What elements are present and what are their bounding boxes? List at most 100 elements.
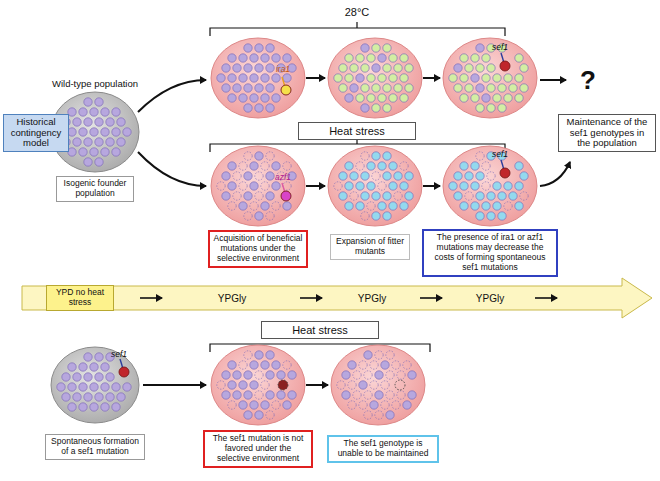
cell: [345, 162, 353, 170]
population-circle: [211, 345, 305, 425]
cell: [266, 64, 274, 72]
cell: [239, 202, 247, 210]
cell: [482, 94, 490, 102]
box-text: Heat stress: [329, 125, 385, 138]
cell: [84, 393, 92, 401]
cell: [106, 138, 114, 146]
box-text: The presence of ira1 or azf1 mutations m…: [427, 233, 553, 272]
cell: [367, 182, 375, 190]
cell: [266, 371, 274, 379]
cell: [255, 84, 263, 92]
cell: [364, 391, 372, 399]
cell: [90, 128, 98, 136]
cell: [460, 54, 468, 62]
cell: [449, 74, 457, 82]
cell: [222, 172, 230, 180]
cell: [233, 391, 241, 399]
cell: [272, 401, 280, 409]
cell: [95, 138, 103, 146]
cell: [471, 162, 479, 170]
label: Wild-type population: [52, 79, 138, 89]
cell: [381, 381, 389, 389]
cell: [397, 391, 405, 399]
mutant-cell: [500, 168, 510, 178]
cell: [228, 54, 236, 62]
text-box: Historical contingency model: [3, 114, 69, 153]
cell: [84, 98, 92, 106]
cell: [255, 192, 263, 200]
cell: [228, 202, 236, 210]
cell: [378, 54, 386, 62]
cell: [386, 411, 394, 419]
cell: [372, 104, 380, 112]
cell: [239, 361, 247, 369]
medium-arrow-band: [22, 278, 652, 318]
cell: [515, 162, 523, 170]
cell: [476, 172, 484, 180]
label: YPGly: [476, 293, 504, 304]
population-circle: [211, 146, 305, 226]
cell: [386, 391, 394, 399]
cell: [386, 371, 394, 379]
cell: [389, 162, 397, 170]
cell: [361, 152, 369, 160]
cell: [68, 128, 76, 136]
cell: [383, 64, 391, 72]
cell: [370, 381, 378, 389]
cell: [383, 84, 391, 92]
cell: [383, 44, 391, 52]
cell: [261, 361, 269, 369]
mutant-cell: [278, 380, 288, 390]
cell: [283, 74, 291, 82]
cell: [345, 54, 353, 62]
cell: [255, 411, 263, 419]
cell: [356, 202, 364, 210]
cell: [515, 74, 523, 82]
text-box: Heat stress: [261, 321, 379, 340]
cell: [62, 373, 70, 381]
cell: [405, 172, 413, 180]
cell: [400, 54, 408, 62]
cell: [389, 202, 397, 210]
cell: [261, 381, 269, 389]
cell: [400, 162, 408, 170]
cell: [228, 381, 236, 389]
cell: [367, 54, 375, 62]
cell: [471, 54, 479, 62]
cell: [487, 84, 495, 92]
cell: [117, 118, 125, 126]
cell: [106, 118, 114, 126]
cell: [266, 152, 274, 160]
cell: [400, 74, 408, 82]
cell: [255, 104, 263, 112]
cell: [283, 401, 291, 409]
cell: [487, 64, 495, 72]
cell: [381, 361, 389, 369]
cell: [342, 371, 350, 379]
cell: [345, 202, 353, 210]
cell: [372, 64, 380, 72]
cell: [389, 74, 397, 82]
cell: [498, 212, 506, 220]
cell: [244, 351, 252, 359]
cell: [228, 182, 236, 190]
cell: [465, 172, 473, 180]
cell: [345, 182, 353, 190]
cell: [476, 84, 484, 92]
cell: [239, 94, 247, 102]
cell: [255, 391, 263, 399]
cell: [84, 353, 92, 361]
cell: [400, 182, 408, 190]
cell: [250, 401, 258, 409]
cell: [498, 84, 506, 92]
cell: [90, 383, 98, 391]
cell: [239, 401, 247, 409]
cell: [350, 64, 358, 72]
cell: [272, 54, 280, 62]
cell: [112, 403, 120, 411]
text-box: The sef1 genotype is unable to be mainta…: [327, 435, 439, 463]
cell: [101, 403, 109, 411]
cell: [520, 192, 528, 200]
box-text: Maintenance of the sef1 genotypes in the…: [562, 117, 652, 150]
cell: [449, 182, 457, 190]
